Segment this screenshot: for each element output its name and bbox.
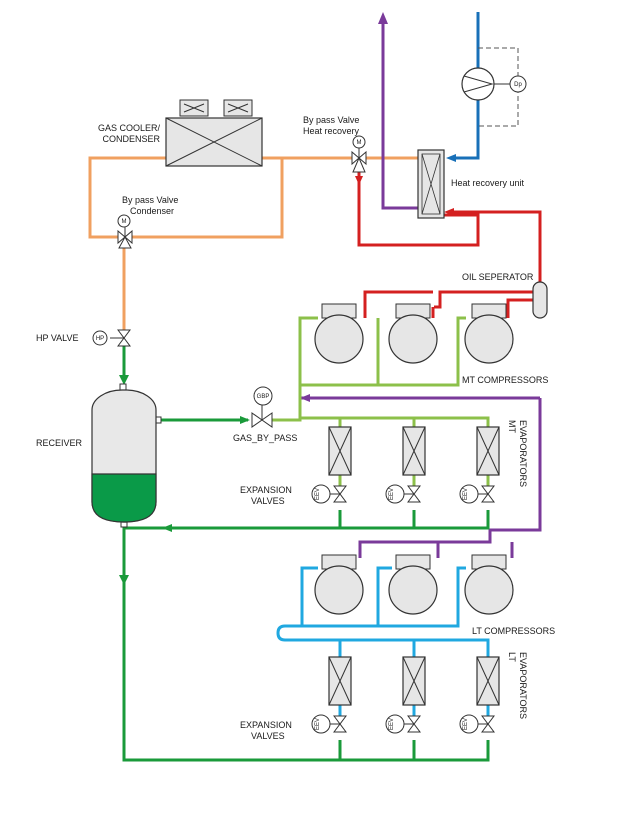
hp-valve[interactable]: HP [92, 329, 131, 347]
liquid-arrow-return [162, 524, 172, 532]
mt-compressor-2 [388, 303, 438, 364]
lt-eev-3[interactable]: EEV [459, 714, 495, 734]
eev-symbol: EEV [315, 488, 321, 500]
gas-cooler-label-1: GAS COOLER/ [98, 123, 161, 133]
lt-evap-label-1: LT [507, 652, 517, 662]
lt-compressor-1 [314, 554, 364, 615]
gbp-symbol: GBP [257, 394, 270, 400]
mt-compressor-1 [314, 303, 364, 364]
motor-symbol: M [357, 140, 362, 146]
mt-eev-1[interactable]: EEV [311, 484, 347, 504]
liquid-arrow-down [119, 575, 129, 585]
mt-eev-2[interactable]: EEV [385, 484, 421, 504]
lt-evap-label-2: EVAPORATORS [518, 652, 528, 719]
dp-symbol: Dp [514, 82, 522, 88]
eev-symbol: EEV [463, 488, 469, 500]
gas-bypass-label: GAS_BY_PASS [233, 433, 297, 443]
gas-cooler [165, 99, 263, 167]
lt-eev-1[interactable]: EEV [311, 714, 347, 734]
lt-exp-valves-label-1: EXPANSION [240, 720, 292, 730]
lt-exp-valves-label-2: VALVES [251, 731, 285, 741]
mt-eev-3[interactable]: EEV [459, 484, 495, 504]
lt-evaporator-3 [476, 656, 500, 706]
receiver-label: RECEIVER [36, 438, 83, 448]
motor-symbol-2: M [122, 219, 127, 225]
lt-compressor-3 [464, 554, 514, 615]
return-line [300, 18, 542, 558]
mt-evaporator-2 [402, 426, 426, 476]
liquid-arrow-receiver [119, 375, 129, 385]
lt-eev-2[interactable]: EEV [385, 714, 421, 734]
bypass-valve-condenser[interactable]: M [117, 214, 133, 249]
pump-bypass-dashed [478, 47, 519, 127]
return-arrow-up [378, 12, 388, 24]
bypass-valve-heat-recovery[interactable]: M [351, 135, 367, 173]
receiver-tank [91, 383, 162, 528]
bypass-cond-label-1: By pass Valve [122, 195, 178, 205]
mt-exp-valves-label-2: VALVES [251, 496, 285, 506]
bypass-hr-label-2: Heat recovery [303, 126, 360, 136]
hot-gas-arrow [355, 176, 363, 185]
hp-symbol: HP [96, 336, 104, 342]
eev-symbol: EEV [315, 718, 321, 730]
mt-evaporator-3 [476, 426, 500, 476]
mt-evap-label-2: EVAPORATORS [518, 420, 528, 487]
bypass-hr-label-1: By pass Valve [303, 115, 359, 125]
mt-compressors-label: MT COMPRESSORS [462, 375, 548, 385]
lt-evaporator-2 [402, 656, 426, 706]
eev-symbol: EEV [389, 718, 395, 730]
mt-evap-label-1: MT [507, 420, 517, 433]
lt-suction-piping [276, 566, 490, 720]
eev-symbol: EEV [463, 718, 469, 730]
gas-bypass-valve[interactable]: GBP [251, 386, 273, 428]
heat-recovery-label: Heat recovery unit [451, 178, 525, 188]
bypass-cond-label-2: Condenser [130, 206, 174, 216]
mt-evaporator-1 [328, 426, 352, 476]
lt-compressors-label: LT COMPRESSORS [472, 626, 555, 636]
gas-cooler-label-2: CONDENSER [102, 134, 160, 144]
lt-compressor-2 [388, 554, 438, 615]
hot-gas-arrow-hr [444, 208, 454, 216]
circulation-pump: Dp [461, 67, 527, 101]
oil-separator-label: OIL SEPERATOR [462, 272, 534, 282]
eev-symbol: EEV [389, 488, 395, 500]
gas-cooler-piping [88, 156, 418, 330]
cold-water-arrow [446, 154, 456, 162]
return-arrow-left [300, 394, 310, 402]
heat-recovery-unit [417, 149, 445, 219]
liquid-piping [122, 346, 490, 762]
hot-gas-piping [357, 172, 542, 318]
cold-water-piping [450, 12, 480, 160]
oil-separator [532, 281, 548, 319]
hp-valve-label: HP VALVE [36, 333, 79, 343]
mt-suction-piping [272, 316, 490, 490]
lt-evaporator-1 [328, 656, 352, 706]
liquid-arrow-gbp [240, 416, 250, 424]
mt-exp-valves-label-1: EXPANSION [240, 485, 292, 495]
mt-compressor-3 [464, 303, 514, 364]
